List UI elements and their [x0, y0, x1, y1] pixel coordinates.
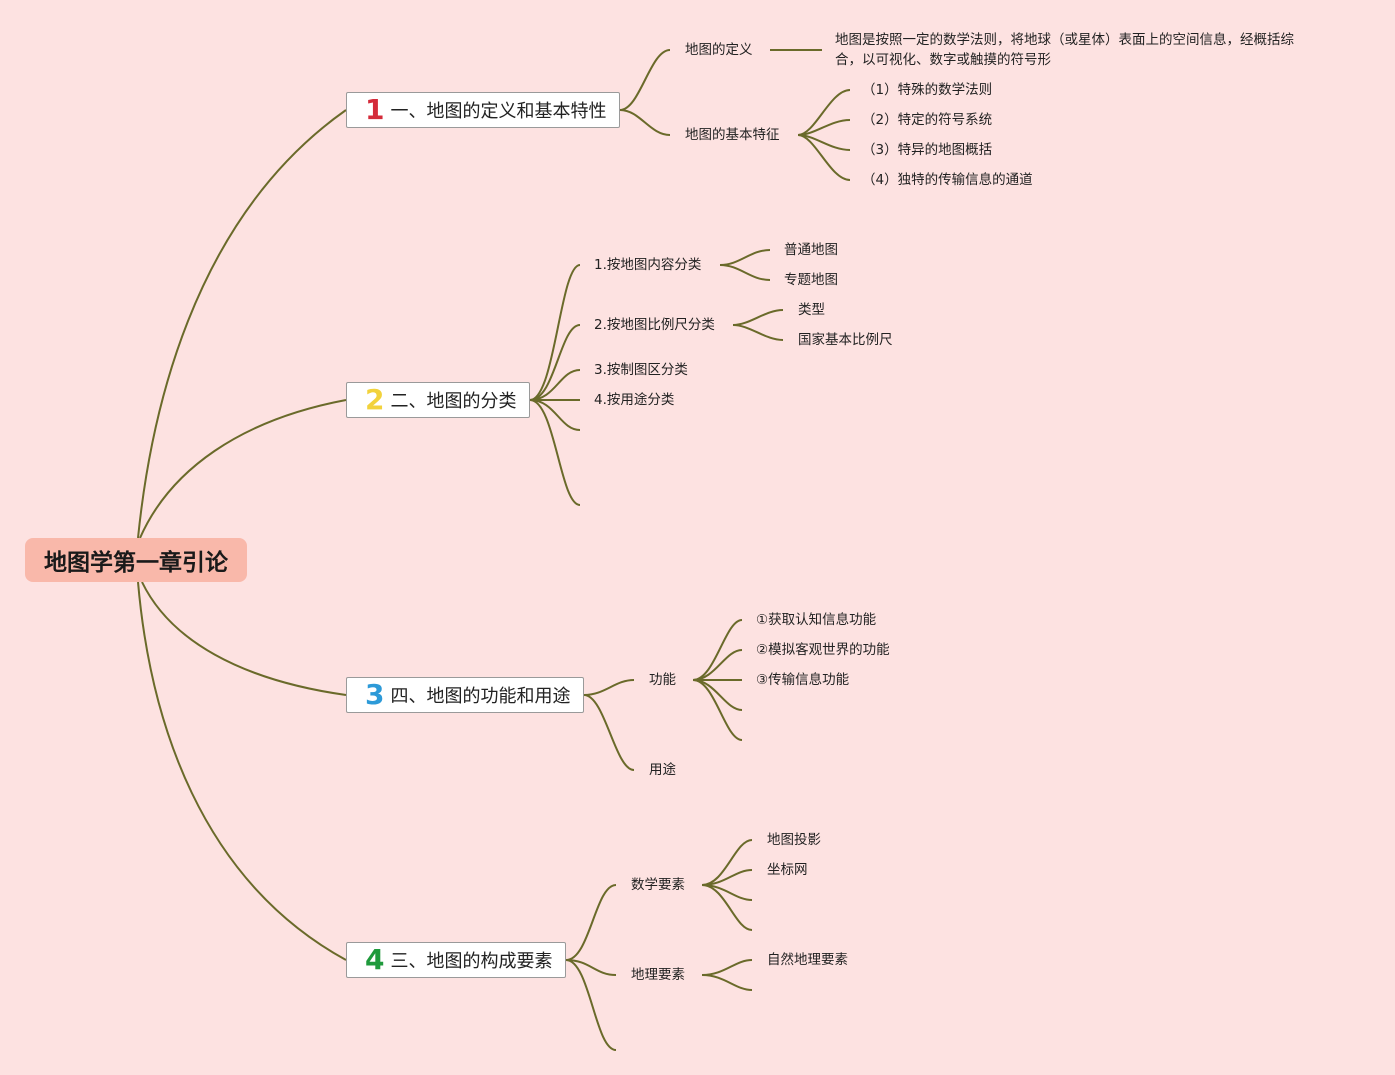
classify-by-use[interactable]: 4.按用途分类 [594, 392, 675, 408]
root-node[interactable]: 地图学第一章引论 [25, 538, 247, 582]
link-feat-1 [797, 89, 851, 136]
topic-4[interactable]: 4 三、地图的构成要素 [346, 942, 566, 978]
topic-2-label: 二、地图的分类 [390, 391, 517, 412]
topic-3-number: 3 [365, 678, 385, 711]
root-title: 地图学第一章引论 [44, 550, 228, 576]
scale-type-item[interactable]: 国家基本比例尺 [798, 332, 893, 348]
map-features-node[interactable]: 地图的基本特征 [685, 127, 780, 143]
topic-4-number: 4 [365, 943, 385, 976]
link-t4-math [565, 884, 617, 961]
classify-by-content[interactable]: 1.按地图内容分类 [594, 257, 702, 273]
topic-3[interactable]: 3 四、地图的功能和用途 [346, 677, 584, 713]
geo-element-item[interactable]: 自然地理要素 [767, 952, 848, 968]
topic-3-label: 四、地图的功能和用途 [390, 686, 571, 707]
function-item[interactable]: ①获取认知信息功能 [756, 612, 877, 628]
link-feat-4 [797, 134, 851, 181]
function-node[interactable]: 功能 [649, 672, 676, 688]
math-element-item[interactable]: 坐标网 [767, 862, 808, 878]
feature-item[interactable]: （3）特异的地图概括 [862, 142, 993, 158]
classify-by-scale[interactable]: 2.按地图比例尺分类 [594, 317, 715, 333]
map-definition-node[interactable]: 地图的定义 [685, 42, 753, 58]
feature-item[interactable]: （1）特殊的数学法则 [862, 82, 993, 98]
topic-2[interactable]: 2 二、地图的分类 [346, 382, 530, 418]
topic-1-number: 1 [365, 93, 385, 126]
topic-4-label: 三、地图的构成要素 [390, 951, 553, 972]
topic-1-label: 一、地图的定义和基本特性 [390, 101, 607, 122]
content-type-item[interactable]: 专题地图 [784, 272, 838, 288]
topic-1[interactable]: 1 一、地图的定义和基本特性 [346, 92, 620, 128]
link-t4-3 [565, 959, 617, 1051]
link-geo-2 [701, 974, 753, 991]
link-content-2 [719, 264, 771, 281]
link-root-topic4 [137, 581, 347, 961]
link-geo-1 [701, 959, 753, 976]
link-func-5 [692, 679, 743, 741]
link-scale-1 [732, 309, 784, 326]
link-t3-use [583, 694, 635, 771]
use-node[interactable]: 用途 [649, 762, 676, 778]
content-type-item[interactable]: 普通地图 [784, 242, 838, 258]
link-t1-feat [619, 109, 671, 136]
link-t2-1 [529, 264, 581, 401]
math-elements-node[interactable]: 数学要素 [631, 877, 685, 893]
scale-type-item[interactable]: 类型 [798, 302, 825, 318]
math-element-item[interactable]: 地图投影 [767, 832, 821, 848]
link-root-topic3 [141, 581, 347, 696]
function-item[interactable]: ③传输信息功能 [756, 672, 850, 688]
link-func-1 [692, 619, 743, 681]
topic-2-number: 2 [365, 383, 385, 416]
link-t2-6 [529, 399, 581, 506]
feature-item[interactable]: （2）特定的符号系统 [862, 112, 993, 128]
link-t1-def [619, 49, 671, 111]
link-root-topic2 [139, 399, 347, 539]
link-t3-func [583, 679, 635, 696]
link-t4-geo [565, 959, 617, 976]
classify-by-region[interactable]: 3.按制图区分类 [594, 362, 688, 378]
function-item[interactable]: ②模拟客观世界的功能 [756, 642, 890, 658]
link-content-1 [719, 249, 771, 266]
link-math-4 [701, 884, 753, 931]
feature-item[interactable]: （4）独特的传输信息的通道 [862, 172, 1033, 188]
link-t2-2 [529, 324, 581, 401]
link-t2-5 [529, 399, 581, 431]
map-definition-text[interactable]: 地图是按照一定的数学法则，将地球（或星体）表面上的空间信息，经概括综合，以可视化… [835, 32, 1294, 68]
geo-elements-node[interactable]: 地理要素 [631, 967, 685, 983]
link-root-topic1 [137, 109, 347, 539]
link-scale-2 [732, 324, 784, 341]
